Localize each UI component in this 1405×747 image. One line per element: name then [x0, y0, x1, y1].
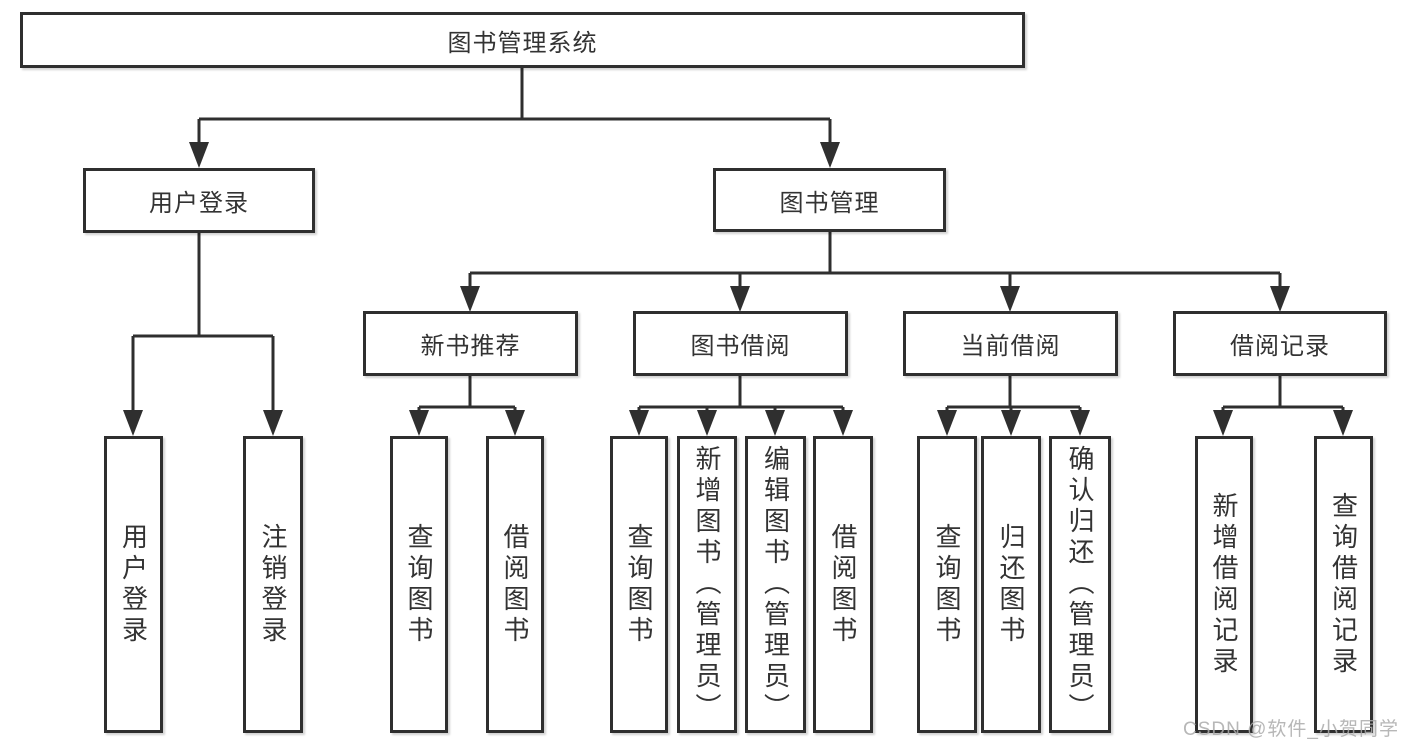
- node-new-book-recommend-label: 新书推荐: [420, 333, 521, 360]
- leaf-current-query-books: 查询图书: [917, 436, 977, 733]
- arrow-down-icon: [1270, 286, 1290, 312]
- leaf-newbook-borrow-books: 借阅图书: [486, 436, 544, 733]
- node-user-login-label: 用户登录: [149, 190, 249, 217]
- arrow-down-icon: [1333, 410, 1353, 436]
- arrow-down-icon: [123, 410, 143, 436]
- arrow-down-icon: [833, 410, 853, 436]
- node-borrow-records: 借阅记录: [1173, 311, 1387, 376]
- connector-bookmgmt-to-level3: [460, 232, 1290, 312]
- leaf-logout-label: 注销登录: [258, 522, 288, 647]
- node-new-book-recommend: 新书推荐: [363, 311, 578, 376]
- connector-bookborrow-to-leaves: [629, 376, 853, 436]
- arrow-down-icon: [820, 142, 840, 168]
- node-current-borrow-label: 当前借阅: [960, 333, 1061, 360]
- connector-records-to-leaves: [1213, 376, 1353, 436]
- leaf-borrow-edit-books-admin-label: 编辑图书（管理员）: [760, 445, 791, 724]
- arrow-down-icon: [409, 410, 429, 436]
- node-borrow-records-label: 借阅记录: [1230, 333, 1330, 360]
- arrow-down-icon: [765, 410, 785, 436]
- leaf-user-login: 用户登录: [104, 436, 163, 733]
- arrow-down-icon: [1001, 410, 1021, 436]
- arrow-down-icon: [629, 410, 649, 436]
- leaf-current-return-books: 归还图书: [981, 436, 1041, 733]
- leaf-user-login-label: 用户登录: [118, 522, 149, 647]
- leaf-borrow-query-books-label: 查询图书: [624, 522, 654, 647]
- connector-userlogin-to-leaves: [123, 233, 283, 436]
- leaf-newbook-query-books: 查询图书: [390, 436, 448, 733]
- node-root: 图书管理系统: [20, 12, 1025, 68]
- leaf-borrow-borrow-books: 借阅图书: [813, 436, 873, 733]
- leaf-newbook-query-books-label: 查询图书: [404, 522, 434, 647]
- arrow-down-icon: [1213, 410, 1233, 436]
- node-book-management: 图书管理: [713, 168, 946, 232]
- leaf-borrow-add-books-admin: 新增图书（管理员）: [677, 436, 737, 733]
- leaf-current-return-books-label: 归还图书: [996, 522, 1026, 647]
- leaf-current-confirm-return-admin-label: 确认归还（管理员）: [1065, 445, 1095, 724]
- leaf-records-query-record-label: 查询借阅记录: [1328, 491, 1359, 678]
- leaf-current-confirm-return-admin: 确认归还（管理员）: [1049, 436, 1111, 733]
- node-book-borrow: 图书借阅: [633, 311, 848, 376]
- connector-newbooks-to-leaves: [409, 376, 525, 436]
- leaf-newbook-borrow-books-label: 借阅图书: [500, 522, 530, 647]
- csdn-watermark: CSDN @软件_小贺同学: [1183, 719, 1399, 740]
- arrow-down-icon: [1070, 410, 1090, 436]
- leaf-records-query-record: 查询借阅记录: [1314, 436, 1373, 733]
- leaf-current-query-books-label: 查询图书: [932, 522, 962, 647]
- leaf-borrow-add-books-admin-label: 新增图书（管理员）: [692, 445, 722, 724]
- arrow-down-icon: [460, 286, 480, 312]
- arrow-down-icon: [263, 410, 283, 436]
- arrow-down-icon: [1000, 286, 1020, 312]
- arrow-down-icon: [505, 410, 525, 436]
- arrow-down-icon: [937, 410, 957, 436]
- connector-root-to-level2: [189, 68, 840, 168]
- arrow-down-icon: [189, 142, 209, 168]
- node-user-login: 用户登录: [83, 168, 315, 233]
- connector-currentborrow-to-leaves: [937, 376, 1090, 436]
- node-current-borrow: 当前借阅: [903, 311, 1118, 376]
- node-book-management-label: 图书管理: [779, 189, 880, 217]
- leaf-borrow-query-books: 查询图书: [610, 436, 668, 733]
- leaf-records-add-record-label: 新增借阅记录: [1209, 491, 1239, 678]
- leaf-records-add-record: 新增借阅记录: [1195, 436, 1253, 733]
- leaf-borrow-edit-books-admin: 编辑图书（管理员）: [745, 436, 806, 733]
- arrow-down-icon: [730, 286, 750, 312]
- leaf-borrow-borrow-books-label: 借阅图书: [828, 522, 858, 647]
- node-root-label: 图书管理系统: [447, 29, 598, 57]
- node-book-borrow-label: 图书借阅: [690, 333, 791, 360]
- arrow-down-icon: [697, 410, 717, 436]
- leaf-logout: 注销登录: [243, 436, 303, 733]
